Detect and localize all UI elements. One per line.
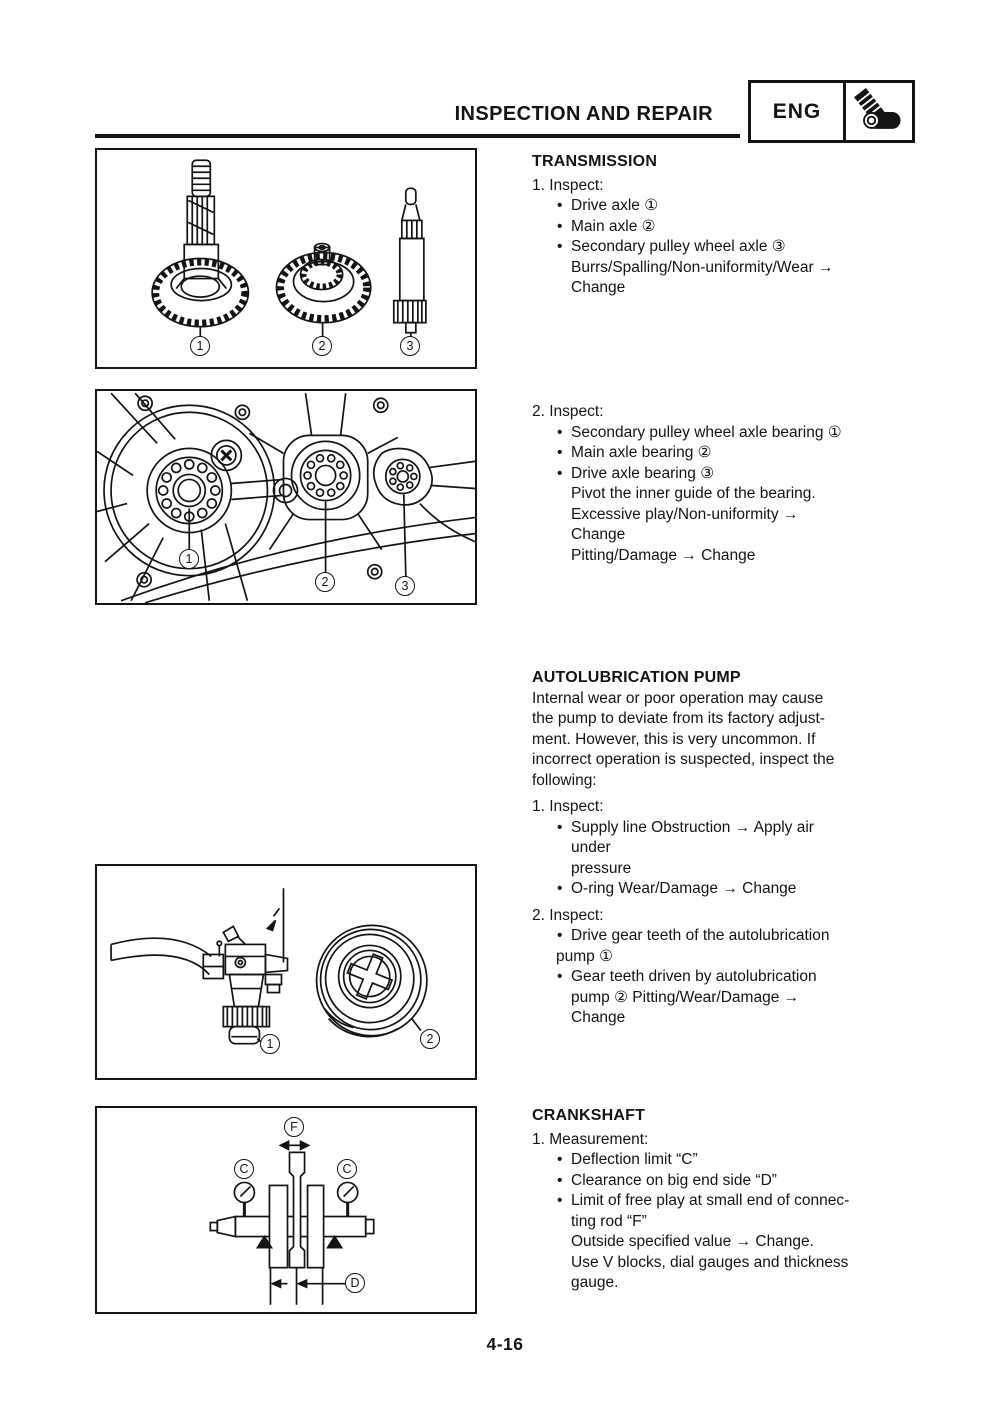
section-transmission-step2: 2. Inspect: Secondary pulley wheel axle … [532, 402, 932, 566]
section-heading: CRANKSHAFT [532, 1107, 646, 1124]
crankshaft-measurement-drawing [209, 1139, 375, 1305]
intro-paragraph: Internal wear or poor operation may caus… [532, 689, 835, 789]
chapter-badge: ENG [748, 80, 915, 143]
fig4-label-F: F [284, 1117, 304, 1137]
list-item: Clearance on big end side “D” [556, 1171, 932, 1192]
list-item: Supply line Obstruction → Apply air unde… [556, 818, 932, 880]
list-item: Gear teeth driven by autolubrication pum… [556, 967, 932, 1029]
step-label: 1. Inspect: [532, 798, 604, 815]
fig2-callout-1: 1 [179, 549, 199, 569]
page-title: INSPECTION AND REPAIR [454, 103, 713, 125]
section-heading: TRANSMISSION [532, 153, 658, 170]
fig2-callout-2: 2 [315, 572, 335, 592]
list-item: Main axle ② [556, 217, 932, 238]
autolubrication-pump-drawing [110, 888, 428, 1045]
section-crankshaft: CRANKSHAFT 1. Measurement: Deflection li… [532, 1106, 932, 1294]
bullet-list: Drive gear teeth of the autolubrication … [556, 926, 932, 1029]
fig1-callout-2: 2 [312, 336, 332, 356]
list-item: Drive axle bearing ③ Pivot the inner gui… [556, 464, 932, 567]
transmission-axles-drawing [151, 159, 427, 337]
figure-axle-bearings: 1 2 3 [95, 389, 477, 605]
list-item: Secondary pulley wheel axle bearing ① [556, 423, 932, 444]
fig4-label-C-left: C [234, 1159, 254, 1179]
fig1-callout-1: 1 [190, 336, 210, 356]
step-label: 2. Inspect: [532, 906, 604, 924]
fig3-callout-2: 2 [420, 1029, 440, 1049]
bullet-list: Secondary pulley wheel axle bearing ① Ma… [556, 423, 932, 567]
list-item: Drive axle ① [556, 196, 932, 217]
axle-bearings-drawing [97, 392, 475, 603]
list-item: Deflection limit “C” [556, 1150, 932, 1171]
figure-autolubrication-pump: 1 2 [95, 864, 477, 1080]
engine-icon [846, 83, 912, 140]
figure-transmission-axles: 1 2 3 [95, 148, 477, 369]
list-item: Secondary pulley wheel axle ③ Burrs/Spal… [556, 237, 932, 299]
fig2-callout-3: 3 [395, 576, 415, 596]
fig4-label-C-right: C [337, 1159, 357, 1179]
bullet-list: Drive axle ① Main axle ② Secondary pulle… [556, 196, 932, 299]
step-label: 1. Inspect: [532, 176, 604, 194]
list-item: Main axle bearing ② [556, 443, 932, 464]
list-item: Drive gear teeth of the autolubrication … [556, 926, 932, 967]
chapter-badge-label: ENG [751, 83, 846, 140]
section-autolubrication-pump: AUTOLUBRICATION PUMP Internal wear or po… [532, 668, 932, 1029]
list-item: Limit of free play at small end of conne… [556, 1191, 932, 1294]
bullet-list: Deflection limit “C” Clearance on big en… [556, 1150, 932, 1294]
fig1-callout-3: 3 [400, 336, 420, 356]
page-number: 4-16 [486, 1334, 524, 1354]
bullet-list: Supply line Obstruction → Apply air unde… [556, 818, 932, 900]
step-label: 1. Measurement: [532, 1130, 649, 1148]
fig3-callout-1: 1 [260, 1034, 280, 1054]
section-transmission: TRANSMISSION 1. Inspect: Drive axle ① Ma… [532, 152, 932, 299]
fig4-label-D: D [345, 1273, 365, 1293]
step-label: 2. Inspect: [532, 403, 604, 420]
figure-crankshaft-measurement: F C C D [95, 1106, 477, 1314]
list-item: O-ring Wear/Damage → Change [556, 879, 932, 900]
header-rule [95, 134, 740, 138]
section-heading: AUTOLUBRICATION PUMP [532, 669, 741, 686]
